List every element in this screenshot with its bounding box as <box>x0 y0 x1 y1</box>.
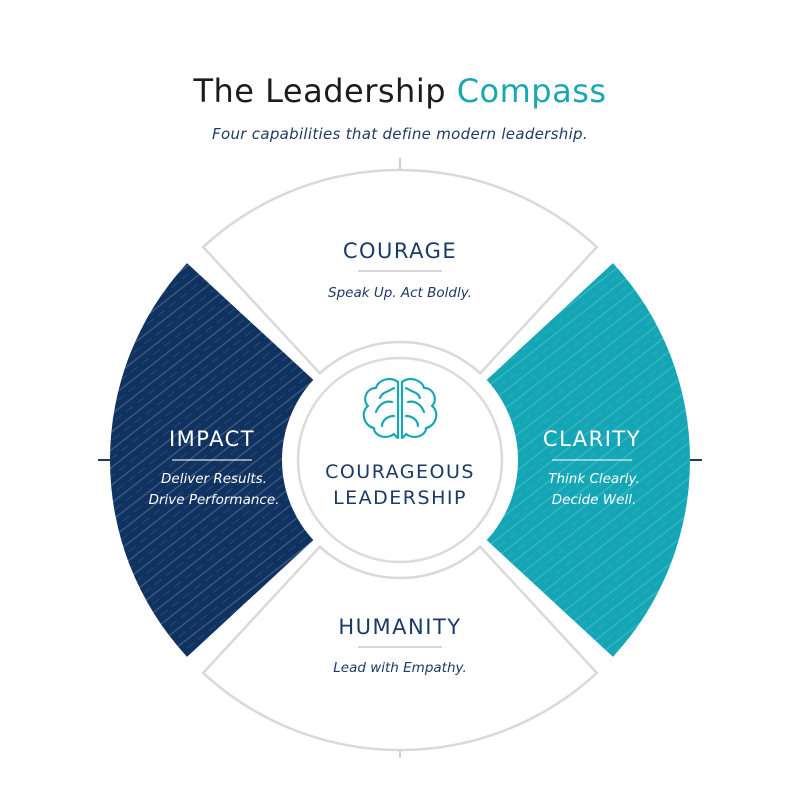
segment-impact-desc-1: Deliver Results. <box>161 471 267 487</box>
segment-humanity-title: HUMANITY <box>338 615 461 639</box>
segment-clarity-title: CLARITY <box>543 427 641 451</box>
page-subtitle: Four capabilities that define modern lea… <box>212 125 588 143</box>
brain-icon <box>362 378 438 440</box>
segment-humanity <box>201 544 599 752</box>
center-title-line2: LEADERSHIP <box>333 487 467 509</box>
title-main: The Leadership <box>193 72 447 110</box>
segment-courage-desc-1: Speak Up. Act Boldly. <box>328 285 472 301</box>
center-hub <box>296 356 504 564</box>
segment-clarity-desc-1: Think Clearly. <box>548 471 640 487</box>
segment-courage-title: COURAGE <box>343 239 457 263</box>
page-title: The Leadership Compass <box>0 72 800 110</box>
segment-humanity-desc-1: Lead with Empathy. <box>333 660 467 676</box>
title-accent: Compass <box>456 72 607 110</box>
center-title-line1: COURAGEOUS <box>325 461 475 483</box>
segment-clarity-desc-2: Decide Well. <box>552 492 637 508</box>
segment-impact-title: IMPACT <box>169 427 255 451</box>
segment-impact-desc-2: Drive Performance. <box>149 492 280 508</box>
